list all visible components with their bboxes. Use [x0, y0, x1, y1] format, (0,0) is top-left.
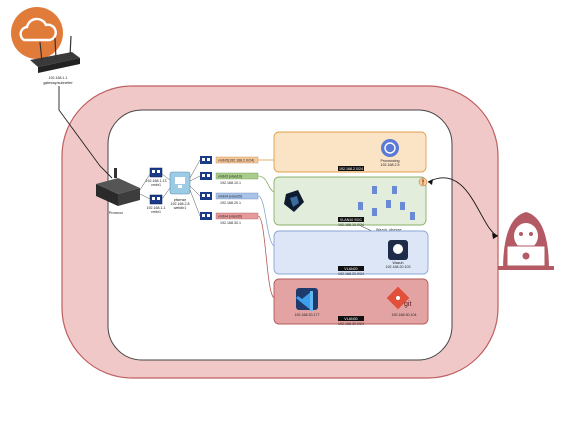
zone-servers — [273, 176, 427, 226]
server-icon — [358, 186, 415, 220]
zone-dmz-band — [338, 266, 364, 271]
warning-icon — [418, 177, 428, 187]
zone-mgmt-band — [338, 166, 364, 171]
zone-servers-band-text: VLAN10 SOC — [340, 218, 363, 222]
router-role: gateway/subnetter — [43, 81, 73, 85]
host-nic-0-iface: vmbr1 — [151, 183, 161, 187]
nic-icon — [200, 172, 212, 180]
proxmox-service-icon — [381, 139, 399, 157]
zone-dmz-band-text: VLAN20 — [344, 267, 357, 271]
monitor-icon — [169, 171, 191, 195]
firewall-vm-iface: webdir1 — [174, 206, 187, 210]
zone-servers-band-sub: 192.168.10.0/24 — [338, 223, 364, 227]
link-servers — [257, 175, 275, 193]
zone-dmz-service-ip: 192.168.20.103 — [386, 265, 411, 269]
uplink-cable — [58, 86, 113, 179]
cloud-icon — [11, 7, 63, 59]
nic-icon — [149, 194, 163, 205]
vlan-nic-3-sub: 192.168.30.1 — [220, 221, 241, 225]
git-icon — [386, 286, 410, 310]
zone-mgmt-service-name: Proxmoxing — [381, 159, 400, 163]
vlan-nic-2-name: vmbr4 (vlan20) — [218, 195, 242, 199]
nic-icon — [200, 192, 212, 200]
host-nic-1-ip: 192.168.1.1 — [147, 206, 166, 210]
zone-servers-service-name: Wazuh_pfsense — [376, 228, 402, 232]
shield-icon — [284, 190, 304, 212]
zone-mgmt-service-ip: 192.168.2.5 — [381, 163, 400, 167]
zone-dmz-band-sub: 192.168.20.0/24 — [338, 272, 364, 276]
server-icon — [96, 168, 140, 206]
vlan-nic-1-sub: 192.168.10.1 — [220, 181, 241, 185]
host-nic-1-iface: vmbr1 — [151, 210, 161, 214]
vlan-nic-3-name: vmbr4 (vlan30) — [218, 215, 242, 219]
vlan-nic-1-name: vmbr3 (vlan10) — [218, 175, 242, 179]
link-dmz — [257, 195, 275, 247]
wazuh-service-icon — [388, 240, 408, 260]
vlan-nic-0-name: vmbr5(192.168.2.0/24) — [218, 159, 254, 163]
firewall-vm-ip: 192.168.2.8 — [171, 202, 190, 206]
zone-dev-band-text: VLAN30 — [344, 317, 357, 321]
nic-icon — [200, 212, 212, 220]
host-nic-0-ip: 192.168.1.13 — [146, 179, 167, 183]
hacker-icon — [498, 212, 554, 270]
nic-icon — [200, 156, 212, 164]
firewall-vm-name: pfsense — [174, 198, 187, 202]
zone-dmz-service-name: Wazuh — [392, 261, 403, 265]
router-icon — [30, 35, 80, 73]
zone-mgmt-band-text: 192.168.2.0/24 — [339, 167, 363, 171]
zone-servers-band — [338, 217, 364, 222]
vlan-nic-2-sub: 192.168.20.1 — [220, 201, 241, 205]
hypervisor-label: Proxmox — [109, 211, 123, 215]
attacker-link — [427, 177, 499, 237]
vscode-icon — [296, 288, 318, 311]
zone-dev-service-ip: 192.168.30.104 — [392, 313, 417, 317]
router-ip: 192.168.1.1 — [49, 76, 68, 80]
zone-dev-service-name: git — [404, 301, 411, 308]
zone-dev-service2-ip: 192.168.30.177 — [295, 313, 320, 317]
zone-dev-band-sub: 192.168.30.0/24 — [338, 322, 364, 326]
link-dev — [257, 215, 275, 299]
zone-dev-band — [338, 316, 364, 321]
nic-icon — [149, 167, 163, 178]
